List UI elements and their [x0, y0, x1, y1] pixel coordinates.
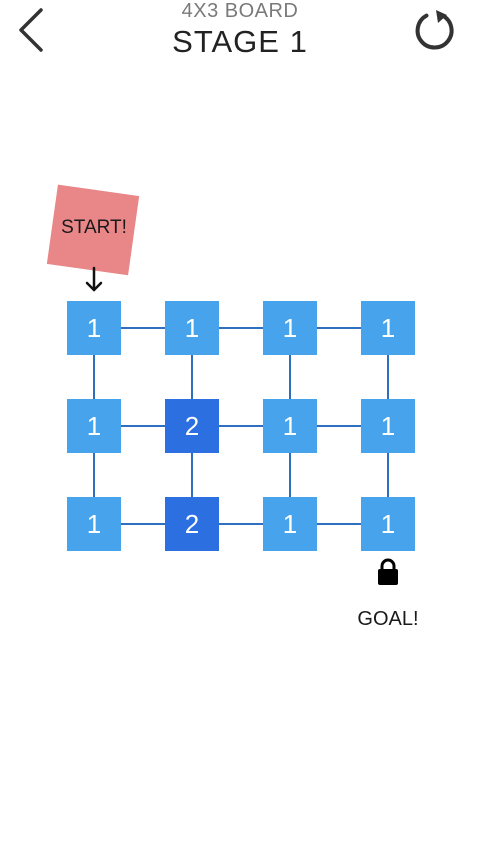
connector-line: [289, 355, 291, 399]
board-tile[interactable]: 1: [67, 399, 121, 453]
lock-icon: [378, 558, 398, 585]
connector-line: [387, 453, 389, 497]
restart-icon: [415, 10, 454, 50]
board-tile[interactable]: 1: [263, 497, 317, 551]
connector-line: [219, 327, 263, 329]
connector-line: [219, 425, 263, 427]
board-size-label: 4X3 BOARD: [181, 0, 299, 22]
board-tile[interactable]: 1: [361, 301, 415, 355]
arrow-down-icon: [85, 266, 103, 292]
start-label: START!: [61, 217, 127, 238]
connector-line: [219, 523, 263, 525]
board-tile[interactable]: 1: [263, 399, 317, 453]
board-tile[interactable]: 1: [361, 497, 415, 551]
connector-line: [317, 425, 361, 427]
board-tile[interactable]: 2: [165, 399, 219, 453]
board-tile[interactable]: 1: [67, 301, 121, 355]
board-tile[interactable]: 1: [67, 497, 121, 551]
connector-line: [191, 355, 193, 399]
goal-label: GOAL!: [357, 608, 419, 630]
board-tile[interactable]: 1: [165, 301, 219, 355]
connector-line: [317, 327, 361, 329]
board-tile[interactable]: 1: [263, 301, 317, 355]
stage-title: STAGE 1: [172, 24, 308, 59]
connector-line: [317, 523, 361, 525]
board-tile[interactable]: 1: [361, 399, 415, 453]
back-button[interactable]: [8, 4, 52, 56]
connector-line: [121, 523, 165, 525]
chevron-left-icon: [19, 8, 43, 52]
connector-line: [93, 453, 95, 497]
header-bar: 4X3 BOARD STAGE 1: [0, 0, 480, 70]
connector-line: [121, 327, 165, 329]
connector-line: [191, 453, 193, 497]
connector-line: [93, 355, 95, 399]
connector-line: [387, 355, 389, 399]
connector-line: [121, 425, 165, 427]
restart-button[interactable]: [410, 5, 460, 55]
board-tile[interactable]: 2: [165, 497, 219, 551]
connector-line: [289, 453, 291, 497]
